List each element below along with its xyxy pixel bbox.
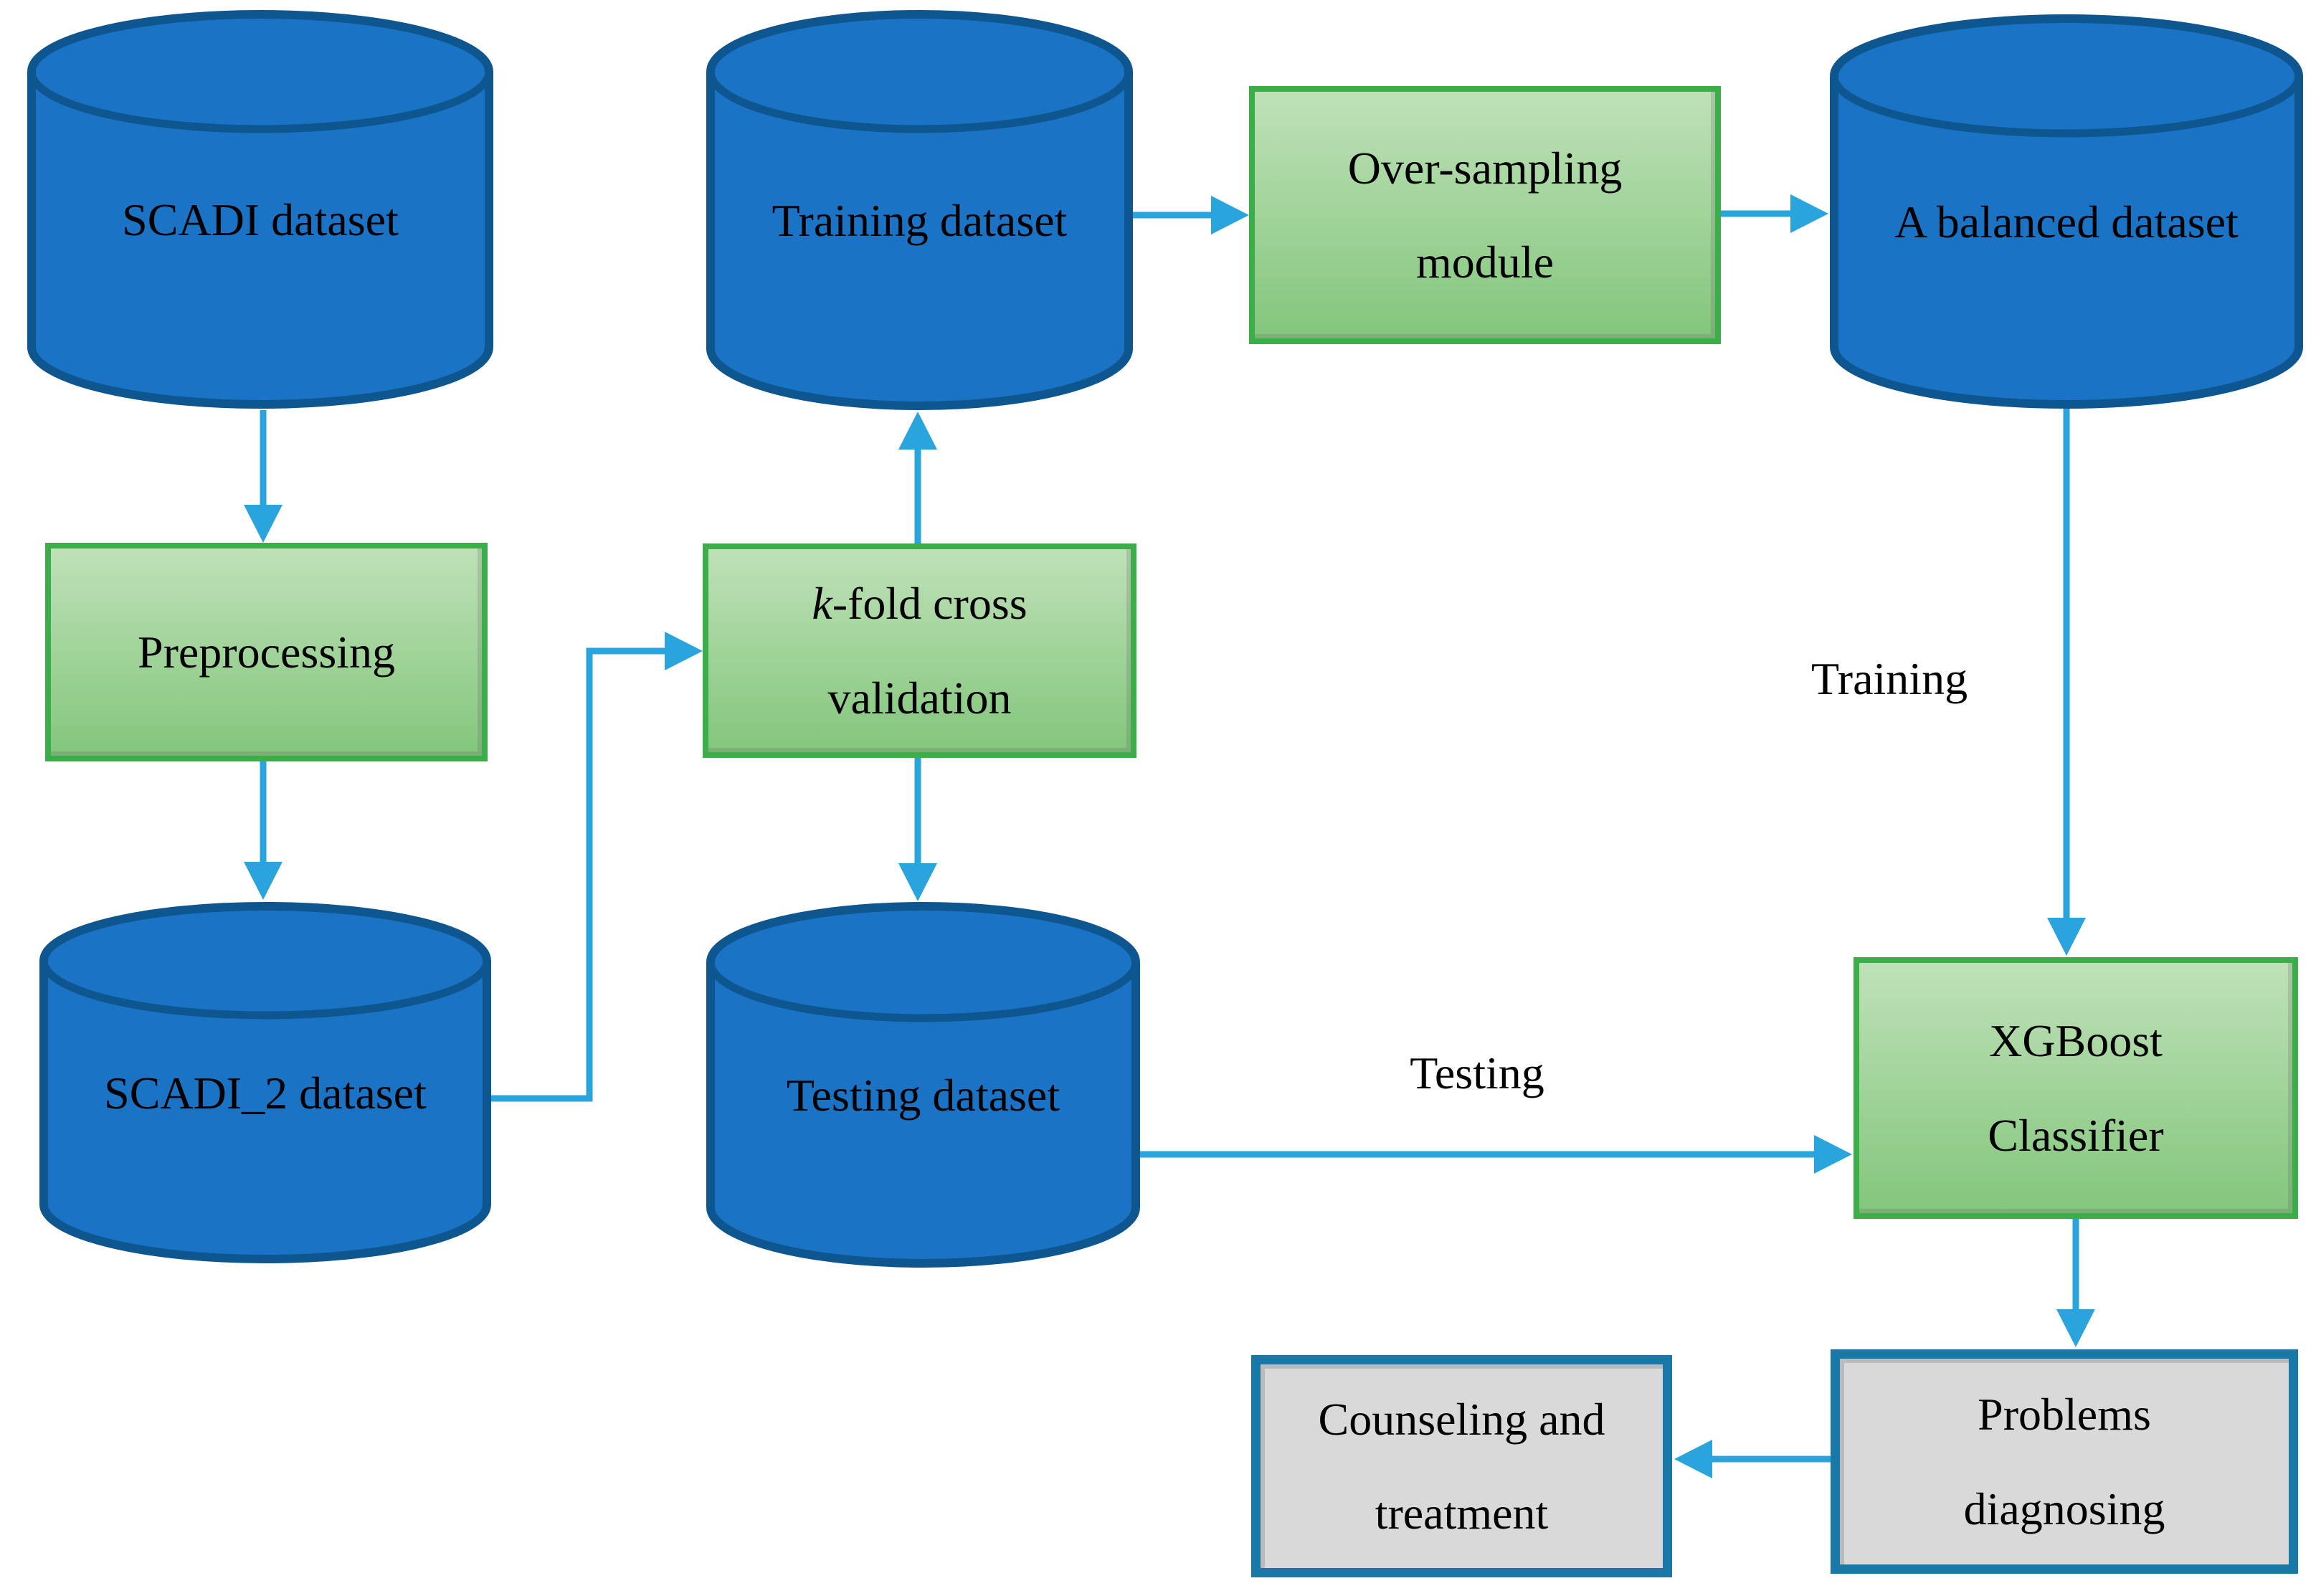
- scadi-dataset-label: SCADI dataset: [122, 194, 399, 245]
- kfold-line2: validation: [827, 672, 1012, 723]
- arrow-kfold-to-training: [898, 412, 937, 543]
- kfold-line1-rest: -fold cross: [832, 578, 1027, 630]
- problems-diagnosing-box: Problems diagnosing: [1831, 1349, 2298, 1574]
- problems-diagnosing-label: Problems diagnosing: [1964, 1367, 2165, 1555]
- database-cylinder-shape: [706, 902, 1140, 1268]
- preprocessing-box: Preprocessing: [45, 543, 488, 761]
- oversampling-line1: Over-sampling: [1347, 142, 1623, 194]
- balanced-dataset-label: A balanced dataset: [1894, 196, 2239, 247]
- counseling-treatment-box: Counseling and treatment: [1251, 1355, 1672, 1577]
- xgboost-classifier-label: XGBoost Classifier: [1988, 994, 2163, 1182]
- database-cylinder-shape: [1830, 14, 2303, 409]
- arrow-preprocessing-to-scadi2: [244, 761, 283, 900]
- problems-line1: Problems: [1978, 1389, 2151, 1440]
- scadi-dataset-cylinder: SCADI dataset: [27, 10, 493, 409]
- xgboost-line1: XGBoost: [1989, 1015, 2163, 1067]
- counseling-line1: Counseling and: [1318, 1393, 1605, 1445]
- arrow-oversampling-to-balanced: [1721, 194, 1828, 233]
- arrow-testing-to-xgboost: [1140, 1135, 1852, 1174]
- xgboost-classifier-box: XGBoost Classifier: [1854, 957, 2298, 1219]
- arrow-scadi-to-preprocessing: [244, 410, 283, 543]
- xgboost-line2: Classifier: [1988, 1109, 2164, 1161]
- kfold-line1: k-fold cross: [812, 556, 1027, 650]
- database-cylinder-shape: [39, 902, 491, 1263]
- counseling-line2: treatment: [1375, 1488, 1549, 1539]
- database-cylinder-shape: [706, 10, 1133, 410]
- arrow-kfold-to-testing: [898, 758, 937, 901]
- testing-edge-label: Testing: [1410, 1048, 1544, 1098]
- oversampling-line2: module: [1416, 237, 1554, 288]
- kfold-cross-validation-box: k-fold cross validation: [703, 543, 1136, 758]
- arrow-training-to-oversampling: [1133, 196, 1249, 234]
- scadi2-dataset-label: SCADI_2 dataset: [104, 1068, 427, 1118]
- kfold-cross-validation-label: k-fold cross validation: [812, 556, 1027, 744]
- arrow-balanced-to-xgboost-training: [2047, 409, 2086, 956]
- training-dataset-cylinder: Training dataset: [706, 10, 1133, 410]
- training-edge-label: Training: [1810, 653, 1968, 704]
- testing-dataset-label: Testing dataset: [786, 1070, 1060, 1121]
- scadi2-dataset-cylinder: SCADI_2 dataset: [39, 902, 491, 1263]
- counseling-treatment-label: Counseling and treatment: [1319, 1372, 1605, 1560]
- arrow-scadi2-to-kfold: [491, 632, 703, 1102]
- testing-dataset-cylinder: Testing dataset: [706, 902, 1140, 1268]
- problems-line2: diagnosing: [1963, 1483, 2165, 1534]
- database-cylinder-shape: [27, 10, 493, 409]
- arrow-xgboost-to-problems: [2056, 1219, 2095, 1347]
- preprocessing-label: Preprocessing: [137, 626, 396, 678]
- balanced-dataset-cylinder: A balanced dataset: [1830, 14, 2303, 409]
- arrow-problems-to-counseling: [1674, 1440, 1831, 1478]
- kfold-italic-k: k: [812, 578, 832, 630]
- oversampling-module-box: Over-sampling module: [1249, 86, 1721, 344]
- training-dataset-label: Training dataset: [772, 195, 1068, 246]
- oversampling-module-label: Over-sampling module: [1348, 121, 1623, 309]
